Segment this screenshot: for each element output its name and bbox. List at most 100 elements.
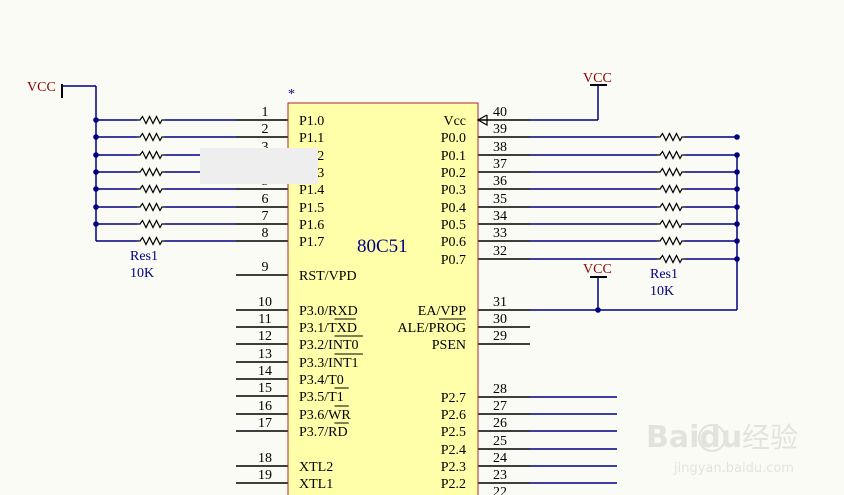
junction-left <box>93 186 99 192</box>
junction-left <box>93 134 99 140</box>
pin-number: 38 <box>493 140 507 155</box>
pin-label: P1.5 <box>299 201 324 216</box>
pin-number: 14 <box>258 364 272 379</box>
pin-number: 35 <box>493 192 507 207</box>
pin-label: P1.6 <box>299 218 324 233</box>
pin-label: RST/VPD <box>299 269 357 284</box>
resistor-right <box>657 236 685 246</box>
pin-number: 12 <box>258 329 272 344</box>
resistor-left <box>137 236 165 246</box>
pin-number: 24 <box>493 451 507 466</box>
resistor-left <box>137 115 165 125</box>
pin-number: 10 <box>258 295 272 310</box>
pin-label: P3.1/TXD <box>299 321 357 336</box>
pin-label: P0.2 <box>441 166 466 181</box>
resistor-right <box>657 132 685 142</box>
pin-label: P2.7 <box>441 391 466 406</box>
pin-number: 18 <box>258 451 272 466</box>
pin-label: ALE/PROG <box>398 321 466 336</box>
res-right-value: 10K <box>650 284 674 299</box>
pin-number: 26 <box>493 416 507 431</box>
pin-label: P2.2 <box>441 477 466 492</box>
pin-label: P0.0 <box>441 131 466 146</box>
res-left-value: 10K <box>130 266 154 281</box>
pin-number: 13 <box>258 347 272 362</box>
pin-label: P3.4/T0 <box>299 373 344 388</box>
res-left-name: Res1 <box>130 249 158 264</box>
vcc-label-mid-right: VCC <box>583 262 612 277</box>
pin-number: 3 <box>262 140 269 155</box>
pin-number: 6 <box>262 192 269 207</box>
resistor-right <box>657 184 685 194</box>
pin-label: PSEN <box>432 338 466 353</box>
paw-icon <box>698 424 726 452</box>
pin-label: P0.3 <box>441 183 466 198</box>
pin-number: 27 <box>493 399 507 414</box>
pin-number: 30 <box>493 312 507 327</box>
pin-number: 8 <box>262 226 269 241</box>
resistor-left <box>137 167 165 177</box>
vcc-label-left: VCC <box>27 80 56 95</box>
pin-number: 7 <box>262 209 269 224</box>
wires-layer <box>61 84 740 484</box>
pin-number: 34 <box>493 209 507 224</box>
pin-label: P1.4 <box>299 183 324 198</box>
resistor-left <box>137 132 165 142</box>
pin-label: P1.1 <box>299 131 324 146</box>
watermark-brand: Baidu <box>646 420 742 455</box>
pin-label: XTL2 <box>299 460 333 475</box>
pin-label: P3.6/WR <box>299 408 351 423</box>
resistor-left <box>137 202 165 212</box>
pin-number: 33 <box>493 226 507 241</box>
resistor-right <box>657 219 685 229</box>
pin-number: 11 <box>258 312 271 327</box>
resistor-right <box>657 202 685 212</box>
pin-number: 17 <box>258 416 272 431</box>
pin-label: P3.5/T1 <box>299 390 344 405</box>
pin-number: 31 <box>493 295 507 310</box>
pin-label: P0.7 <box>441 253 466 268</box>
junction-left <box>93 204 99 210</box>
pin-number: 25 <box>493 434 507 449</box>
pin-label: P2.4 <box>441 443 466 458</box>
junction-right <box>734 134 740 140</box>
watermark-cn: 经验 <box>742 421 798 454</box>
chip-body <box>287 102 479 495</box>
pin-number: 32 <box>493 244 507 259</box>
resistor-left <box>137 150 165 160</box>
junction-left <box>93 117 99 123</box>
pin-label: P3.2/INT0 <box>299 338 359 353</box>
vcc-label-top-right: VCC <box>583 71 612 86</box>
pin-number: 28 <box>493 382 507 397</box>
redaction-box <box>200 148 318 184</box>
junction-left <box>93 152 99 158</box>
pin-label: XTL1 <box>299 477 333 492</box>
pin-label: P2.5 <box>441 425 466 440</box>
junction-ea <box>595 307 601 313</box>
pin-number: 9 <box>262 260 269 275</box>
pin-label: P2.3 <box>441 460 466 475</box>
pin-number: 16 <box>258 399 272 414</box>
pin-label: Vcc <box>443 114 466 129</box>
res-right-name: Res1 <box>650 267 678 282</box>
watermark: Baidu 经验 jingyan.baidu.com <box>646 420 798 476</box>
resistor-left <box>137 184 165 194</box>
pin-number: 2 <box>262 122 269 137</box>
junction-left <box>93 221 99 227</box>
pin-label: P0.4 <box>441 201 466 216</box>
pin-label: P0.6 <box>441 235 466 250</box>
resistor-right <box>657 167 685 177</box>
junction-left <box>93 169 99 175</box>
pin-label: P3.3/INT1 <box>299 356 359 371</box>
pin-number: 1 <box>262 105 269 120</box>
pin-label: P2.6 <box>441 408 466 423</box>
pin-number: 15 <box>258 381 272 396</box>
chip-designator: * <box>288 87 295 102</box>
watermark-url: jingyan.baidu.com <box>673 461 794 476</box>
pin-number: 22 <box>493 485 507 495</box>
pin-number: 37 <box>493 157 507 172</box>
pin-label: P0.5 <box>441 218 466 233</box>
pin-label: P1.7 <box>299 235 324 250</box>
input-arrow <box>476 114 488 127</box>
